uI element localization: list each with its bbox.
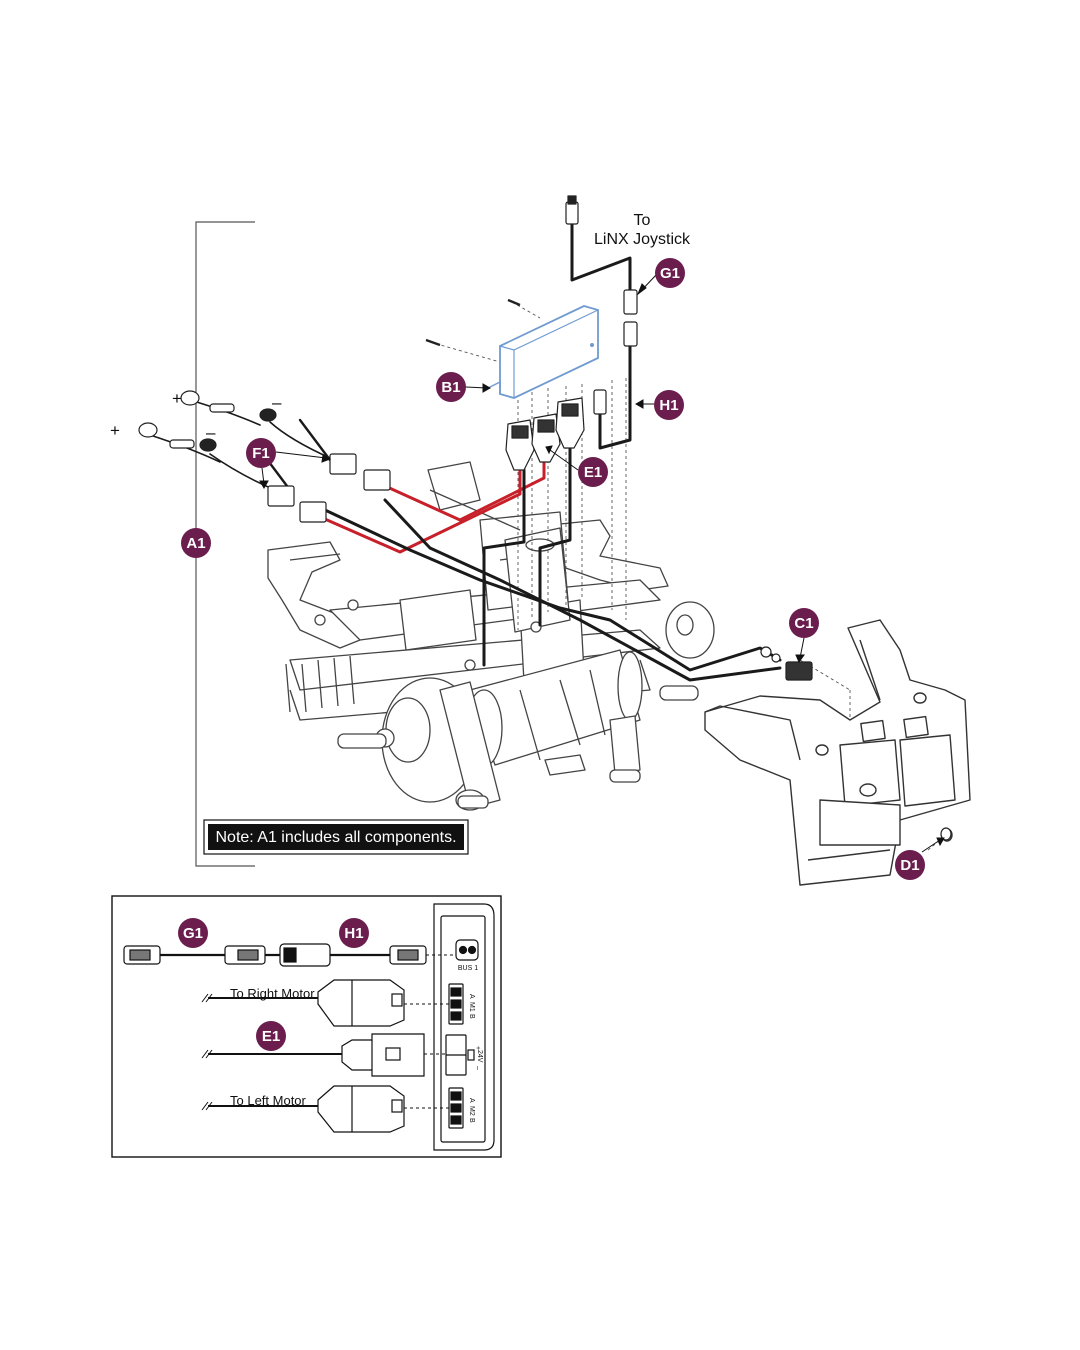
- inset-m1-a: A: [468, 994, 475, 999]
- inset-24v-label: 24V: [476, 1050, 483, 1063]
- inset-port-labels: BUS 1 A M1 B + 24V – A M2 B: [458, 965, 483, 1123]
- svg-text:F1: F1: [252, 445, 270, 462]
- inset-bus-cables: [123, 943, 427, 967]
- note-box: Note: A1 includes all components.: [203, 819, 469, 855]
- svg-text:H1: H1: [344, 925, 363, 942]
- inset-label-h1: H1: [339, 918, 369, 948]
- svg-text:A1: A1: [186, 535, 205, 552]
- callout-badges: G1 H1 B1 E1 F1 A1 C1 D1: [181, 258, 925, 880]
- svg-text:G1: G1: [183, 925, 203, 942]
- inset-to-right-motor: To Right Motor: [230, 986, 315, 1001]
- inset-left-motor-cable: [208, 1085, 405, 1133]
- inset-24v-plus: +: [474, 1046, 481, 1050]
- inset-m2-b: B: [468, 1118, 475, 1123]
- label-f1: F1: [246, 438, 276, 468]
- rear-shroud: [704, 619, 971, 886]
- inset-24v-minus: –: [474, 1066, 481, 1070]
- battery-plus-upper: +: [172, 389, 182, 408]
- label-b1: B1: [436, 372, 466, 402]
- inset-m2-a: A: [468, 1098, 475, 1103]
- inset-label-g1: G1: [178, 918, 208, 948]
- svg-text:B1: B1: [441, 379, 460, 396]
- battery-minus-upper: –: [272, 393, 282, 412]
- chassis-frame: [267, 461, 715, 811]
- callout-leaders: [259, 274, 945, 853]
- label-d1: D1: [895, 850, 925, 880]
- svg-text:G1: G1: [660, 265, 680, 282]
- inset-bus-label: BUS 1: [458, 965, 478, 972]
- label-e1: E1: [578, 457, 608, 487]
- polarity-signs: + + – –: [110, 389, 282, 442]
- inset-battery-cable: [208, 1033, 425, 1077]
- label-h1: H1: [654, 390, 684, 420]
- svg-text:D1: D1: [900, 857, 919, 874]
- b1-controller-module: [487, 305, 599, 399]
- note-text: Note: A1 includes all components.: [215, 829, 456, 846]
- label-a1: A1: [181, 528, 211, 558]
- joystick-caption: To LiNX Joystick: [594, 212, 691, 248]
- caption-linx-joystick: LiNX Joystick: [594, 231, 691, 248]
- inset-m2-label: M2: [468, 1106, 475, 1116]
- inset-label-e1: E1: [256, 1021, 286, 1051]
- inset-m1-b: B: [468, 1014, 475, 1019]
- svg-text:H1: H1: [659, 397, 678, 414]
- wires: [149, 220, 782, 682]
- caption-to: To: [634, 212, 651, 229]
- inset-cut-marks: [201, 993, 213, 1111]
- label-g1: G1: [655, 258, 685, 288]
- svg-text:E1: E1: [262, 1028, 280, 1045]
- svg-text:E1: E1: [584, 464, 602, 481]
- inset-controller-face: [433, 903, 495, 1151]
- label-c1: C1: [789, 608, 819, 638]
- inset-schematic: BUS 1 A M1 B + 24V – A M2 B: [111, 895, 502, 1158]
- battery-plus-lower: +: [110, 421, 120, 440]
- battery-minus-lower: –: [206, 423, 216, 442]
- inset-to-left-motor: To Left Motor: [230, 1093, 307, 1108]
- inset-right-motor-cable: [208, 979, 405, 1027]
- connectors: [138, 195, 952, 841]
- svg-text:C1: C1: [794, 615, 813, 632]
- inset-m1-label: M1: [468, 1002, 475, 1012]
